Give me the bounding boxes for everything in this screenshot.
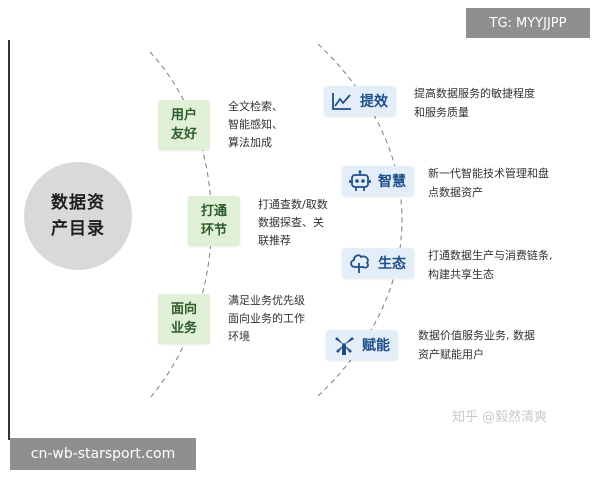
- desc-line: 联推荐: [258, 234, 291, 247]
- core-line-1: 数据资: [51, 193, 105, 213]
- node-title-1: 打通: [200, 204, 227, 219]
- desc-line: 智能感知、: [228, 118, 283, 131]
- node-efficiency: 提效: [324, 86, 396, 116]
- desc-line: 点数据资产: [428, 186, 483, 199]
- desc-line: 资产赋能用户: [418, 348, 484, 361]
- node-intelligence-desc: 新一代智能技术管理和盘 点数据资产: [428, 164, 549, 202]
- desc-line: 满足业务优先级: [228, 294, 305, 307]
- robot-icon: [348, 169, 372, 193]
- node-connect-links: 打通 环节: [188, 196, 240, 246]
- node-user-friendly: 用户 友好: [158, 100, 210, 150]
- node-title-1: 用户: [170, 108, 197, 123]
- node-ecosystem-desc: 打通数据生产与消费链条, 构建共享生态: [428, 246, 553, 284]
- desc-line: 面向业务的工作: [228, 312, 305, 325]
- trend-chart-icon: [330, 89, 354, 113]
- desc-line: 和服务质量: [414, 106, 469, 119]
- windmill-icon: [332, 333, 356, 357]
- core-circle: 数据资 产目录: [24, 162, 132, 270]
- site-watermark: cn-wb-starsport.com: [10, 438, 196, 470]
- desc-line: 全文检索、: [228, 100, 283, 113]
- left-divider: [8, 40, 10, 440]
- node-label: 提效: [360, 94, 388, 110]
- node-label: 生态: [378, 256, 406, 272]
- node-empowerment: 赋能: [326, 330, 398, 360]
- node-business-facing: 面向 业务: [158, 294, 210, 344]
- tree-icon: [348, 251, 372, 275]
- node-user-friendly-desc: 全文检索、 智能感知、 算法加成: [228, 98, 283, 152]
- node-label: 赋能: [362, 338, 390, 354]
- desc-line: 提高数据服务的敏捷程度: [414, 87, 535, 100]
- node-ecosystem: 生态: [342, 248, 414, 278]
- node-title-1: 面向: [170, 302, 197, 317]
- node-title-2: 环节: [200, 223, 227, 238]
- node-connect-links-desc: 打通查数/取数 数据探查、关 联推荐: [258, 196, 328, 250]
- desc-line: 打通查数/取数: [258, 198, 328, 211]
- node-label: 智慧: [378, 174, 406, 190]
- desc-line: 数据探查、关: [258, 216, 324, 229]
- desc-line: 打通数据生产与消费链条,: [428, 249, 553, 262]
- desc-line: 构建共享生态: [428, 268, 494, 281]
- desc-line: 环境: [228, 330, 250, 343]
- node-efficiency-desc: 提高数据服务的敏捷程度 和服务质量: [414, 84, 535, 122]
- desc-line: 数据价值服务业务, 数据: [418, 329, 535, 342]
- tg-watermark: TG: MYYJJPP: [466, 8, 590, 38]
- desc-line: 新一代智能技术管理和盘: [428, 167, 549, 180]
- core-line-2: 产目录: [51, 219, 105, 239]
- node-intelligence: 智慧: [342, 166, 414, 196]
- desc-line: 算法加成: [228, 136, 272, 149]
- node-title-2: 业务: [170, 321, 197, 336]
- zhihu-watermark: 知乎 @毅然清爽: [452, 410, 548, 425]
- node-title-2: 友好: [170, 127, 197, 142]
- node-empowerment-desc: 数据价值服务业务, 数据 资产赋能用户: [418, 326, 535, 364]
- node-business-facing-desc: 满足业务优先级 面向业务的工作 环境: [228, 292, 305, 346]
- outer-arc: [317, 43, 403, 397]
